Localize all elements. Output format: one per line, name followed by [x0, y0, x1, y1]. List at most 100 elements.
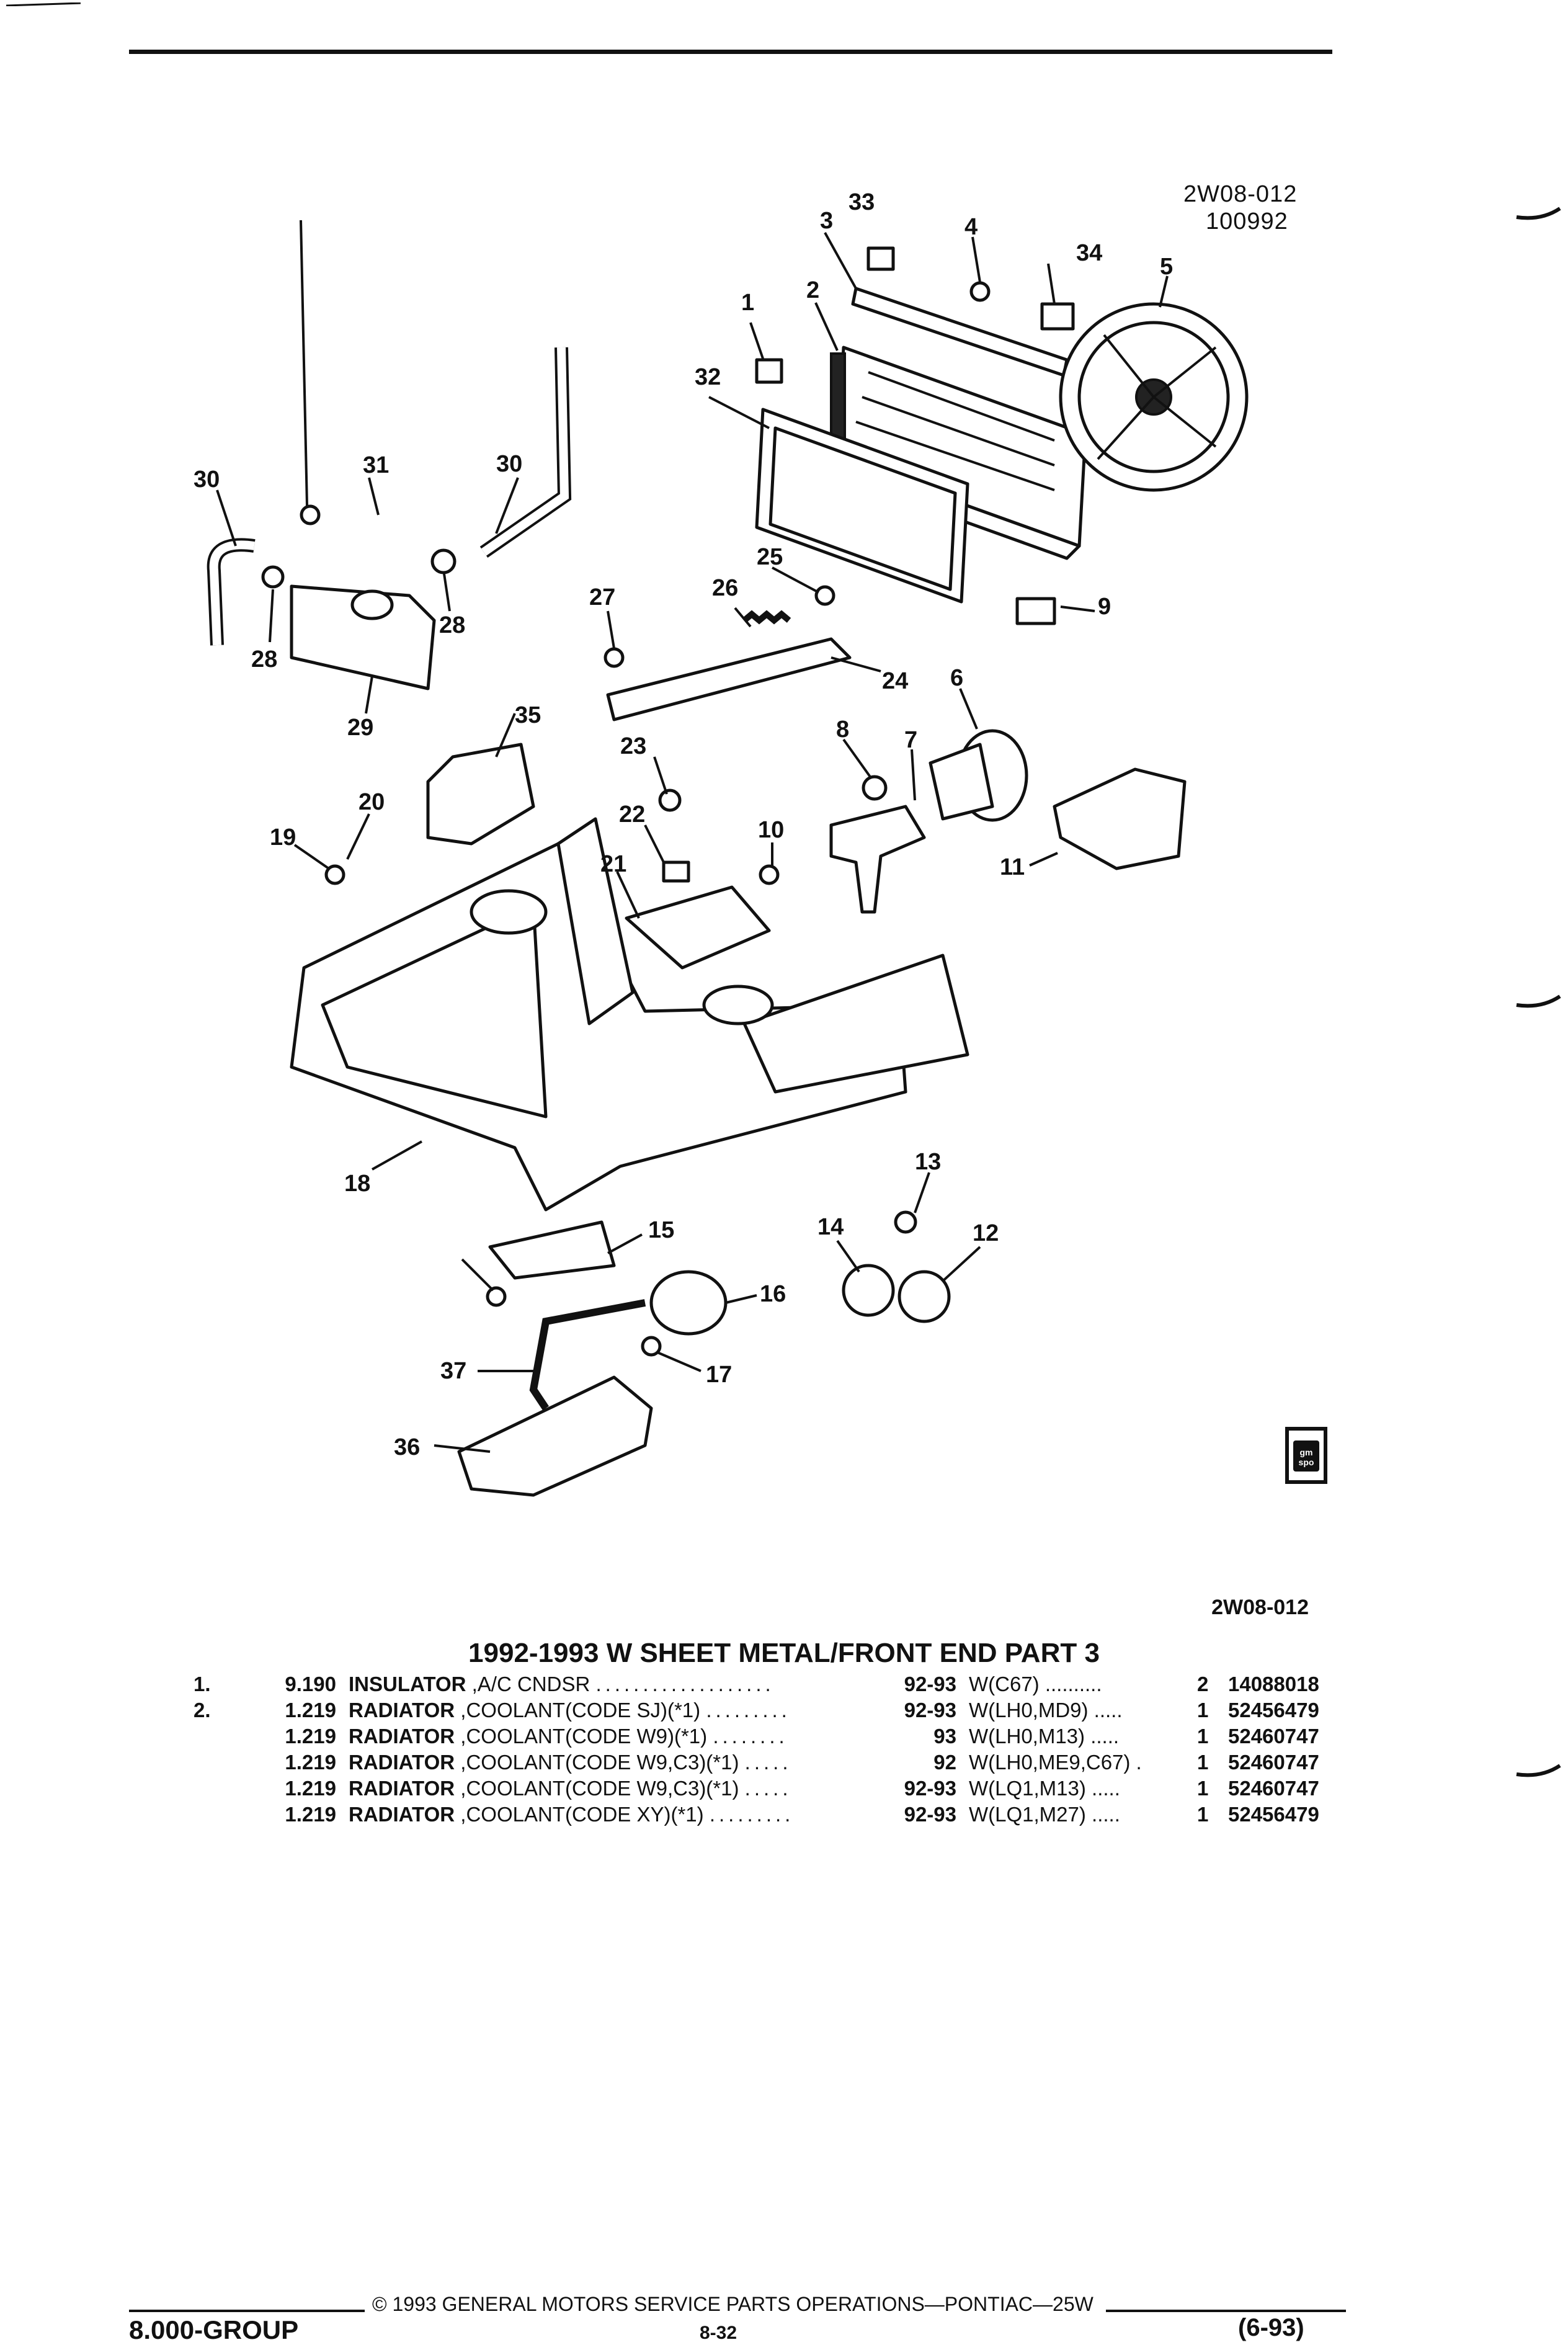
model-years: 92 — [933, 1751, 956, 1774]
part-name: RADIATOR — [349, 1725, 455, 1748]
stamp-line-2: spo — [1298, 1457, 1314, 1467]
model-years: 92-93 — [904, 1699, 956, 1722]
callout-16: 16 — [760, 1281, 786, 1307]
part-number: 52460747 — [1228, 1751, 1319, 1774]
model-usage: W(C67) .......... — [969, 1673, 1102, 1695]
model-years: 92-93 — [904, 1673, 956, 1695]
callout-28b: 28 — [439, 612, 465, 638]
part-name-cell: INSULATOR ,A/C CNDSR ................... — [349, 1673, 775, 1696]
model-usage: W(LH0,ME9,C67) . — [969, 1751, 1142, 1774]
leader-dots: ................... — [595, 1673, 775, 1695]
margin-mark — [1516, 1764, 1561, 1777]
part-description: ,COOLANT(CODE SJ)(*1) — [455, 1699, 701, 1722]
leader-dots: ..... — [744, 1777, 792, 1800]
callout-23: 23 — [620, 733, 646, 759]
quantity: 1 — [1197, 1803, 1209, 1826]
gm-spo-stamp: gm spo — [1285, 1427, 1327, 1484]
part-name-cell: RADIATOR ,COOLANT(CODE W9,C3)(*1) ..... — [349, 1751, 792, 1774]
callout-22: 22 — [619, 802, 645, 828]
part-name: INSULATOR — [349, 1673, 466, 1695]
horn-large-part — [649, 1270, 728, 1336]
footer-date: (6-93) — [1238, 2314, 1304, 2341]
table-row: 1.219 RADIATOR ,COOLANT(CODE W9,C3)(*1) .… — [194, 1777, 1353, 1803]
part-name-cell: RADIATOR ,COOLANT(CODE XY)(*1) ......... — [349, 1803, 794, 1826]
catalog-page: 2W08-012 100992 — [6, 2, 1561, 2344]
item-number: 2. — [194, 1699, 211, 1722]
part-name: RADIATOR — [349, 1803, 455, 1826]
part-description: ,COOLANT(CODE W9)(*1) — [455, 1725, 708, 1748]
callout-30a: 30 — [194, 467, 220, 493]
part-number: 52460747 — [1228, 1777, 1319, 1800]
model-years: 92-93 — [904, 1777, 956, 1800]
quantity: 2 — [1197, 1673, 1209, 1695]
quantity: 1 — [1197, 1777, 1209, 1800]
callout-19: 19 — [270, 824, 296, 851]
leader-dots: ........ — [713, 1725, 788, 1748]
figure-code: 2W08-012 — [1183, 181, 1298, 207]
lower-bracket-part — [488, 1220, 616, 1280]
callout-30b: 30 — [496, 451, 522, 477]
corner-mark — [6, 2, 81, 6]
table-title: 1992-1993 W SHEET METAL/FRONT END PART 3 — [468, 1638, 1100, 1668]
callout-15: 15 — [648, 1217, 674, 1243]
footer-copyright: © 1993 GENERAL MOTORS SERVICE PARTS OPER… — [372, 2293, 1094, 2315]
figure-code-bottom: 2W08-012 — [1211, 1596, 1309, 1619]
callout-36: 36 — [394, 1434, 420, 1460]
callout-13: 13 — [915, 1149, 941, 1175]
table-row: 2. 1.219 RADIATOR ,COOLANT(CODE SJ)(*1) ..… — [194, 1699, 1353, 1725]
callout-11: 11 — [1000, 854, 1025, 880]
part-description: ,COOLANT(CODE XY)(*1) — [455, 1803, 704, 1826]
part-name-cell: RADIATOR ,COOLANT(CODE W9,C3)(*1) ..... — [349, 1777, 792, 1800]
callout-5: 5 — [1160, 254, 1173, 280]
figure-date: 100992 — [1206, 208, 1288, 234]
fan-assembly-part — [1059, 302, 1249, 492]
horn-part — [842, 1264, 895, 1317]
part-name: RADIATOR — [349, 1699, 455, 1722]
group-code: 1.219 — [285, 1751, 336, 1774]
support-strap-part — [529, 1299, 646, 1411]
part-description: ,COOLANT(CODE W9,C3)(*1) — [455, 1751, 739, 1774]
group-code: 1.219 — [285, 1777, 336, 1800]
model-usage: W(LQ1,M27) ..... — [969, 1803, 1120, 1826]
air-deflector-part — [457, 1375, 653, 1497]
callout-4: 4 — [964, 214, 978, 240]
spring-part — [742, 610, 791, 625]
callout-35: 35 — [515, 702, 541, 728]
callout-21: 21 — [600, 851, 626, 877]
footer-page-number: 8-32 — [700, 2323, 737, 2343]
callout-20: 20 — [359, 789, 385, 815]
brake-booster-part — [929, 729, 1028, 822]
exploded-parts-diagram: 1 2 3 4 5 6 7 8 9 10 11 12 13 14 15 16 1… — [194, 189, 1249, 1497]
part-name-cell: RADIATOR ,COOLANT(CODE SJ)(*1) ......... — [349, 1699, 791, 1722]
splash-shield-part — [426, 743, 535, 846]
group-code: 1.219 — [285, 1699, 336, 1722]
callout-2: 2 — [806, 277, 819, 303]
washer-reservoir-part — [1053, 767, 1187, 870]
part-number: 52456479 — [1228, 1803, 1319, 1826]
quantity: 1 — [1197, 1699, 1209, 1722]
callout-32: 32 — [695, 364, 721, 390]
quantity: 1 — [1197, 1751, 1209, 1774]
callout-37: 37 — [440, 1358, 466, 1384]
callout-7: 7 — [904, 727, 917, 753]
callout-27: 27 — [589, 584, 615, 610]
callout-17: 17 — [706, 1362, 732, 1388]
leader-dots: ......... — [709, 1803, 795, 1826]
quantity: 1 — [1197, 1725, 1209, 1748]
stamp-line-1: gm — [1299, 1447, 1313, 1457]
part-number: 52456479 — [1228, 1699, 1319, 1722]
part-number: 14088018 — [1228, 1673, 1319, 1695]
condenser-part — [755, 408, 969, 604]
model-usage: W(LQ1,M13) ..... — [969, 1777, 1120, 1800]
callout-25: 25 — [757, 544, 783, 570]
part-description: ,A/C CNDSR — [466, 1673, 590, 1695]
tray-part — [625, 885, 771, 970]
footer-rule-left — [129, 2310, 365, 2312]
model-years: 92-93 — [904, 1803, 956, 1826]
top-rule — [129, 50, 1332, 54]
leader-dots: ......... — [706, 1699, 791, 1722]
